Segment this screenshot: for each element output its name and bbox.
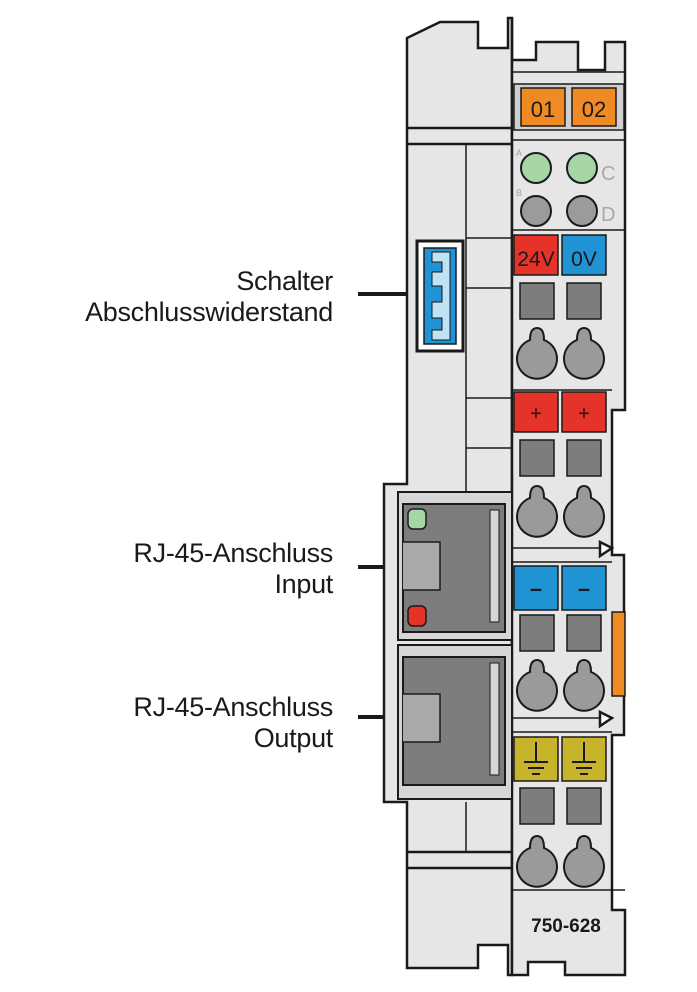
channel-01-text: 01 [531,97,555,122]
plus-text-right: + [578,403,590,425]
label-switch-line2: Abschlusswiderstand [85,297,333,327]
plus-badge-right [561,391,607,433]
termination-switch [415,239,465,353]
terminal-square-3b [566,614,602,652]
label-rj45-input-line2: Input [274,569,333,599]
rj45-input-led-green [407,508,427,530]
supply-24v-text: 24V [517,248,554,271]
terminal-square-1a [519,282,555,320]
model-number: 750-628 [531,916,601,937]
led-a [520,152,552,184]
rj45-input-led-red [407,605,427,627]
label-rj45-output-line2: Output [253,723,334,753]
supply-0v-text: 0V [571,248,597,271]
clamp-row-3 [516,658,605,712]
supply-24v-badge [513,234,559,276]
status-leds: A B C D [516,148,615,227]
channel-02-badge [571,87,617,127]
minus-text-right: – [578,576,590,601]
label-rj45-output-line1: RJ-45-Anschluss [133,692,333,722]
clamp-row-4 [516,834,605,888]
minus-badge-left [513,565,559,611]
minus-badge-right [561,565,607,611]
ground-icon [524,742,596,775]
led-b [520,195,552,227]
led-letter-c: C [601,163,615,185]
channel-tab: 01 02 [513,83,625,131]
clamp-row-2 [516,484,605,538]
minus-text-left: – [530,576,542,601]
rj45-input-port [397,491,513,641]
led-letter-d: D [601,204,615,226]
terminal-square-2b [566,439,602,477]
channel-02-text: 02 [582,97,606,122]
clamp-row-1 [516,326,605,380]
terminal-square-2a [519,439,555,477]
label-rj45-input-line1: RJ-45-Anschluss [133,538,333,568]
plus-badge-left [513,391,559,433]
channel-01-badge [520,87,566,127]
terminal-square-4a [519,787,555,825]
label-rj45-output: RJ-45-Anschluss Output [133,692,333,754]
led-c [566,152,598,184]
label-switch: Schalter Abschlusswiderstand [85,266,333,328]
rj45-output-port [397,644,513,800]
label-switch-line1: Schalter [236,266,333,296]
terminal-square-4b [566,787,602,825]
led-d [566,195,598,227]
terminal-square-1b [566,282,602,320]
terminal-square-3a [519,614,555,652]
plus-text-left: + [530,403,542,425]
led-letter-b: B [516,188,522,198]
supply-0v-badge [561,234,607,276]
label-rj45-input: RJ-45-Anschluss Input [133,538,333,600]
led-letter-a: A [516,148,522,158]
